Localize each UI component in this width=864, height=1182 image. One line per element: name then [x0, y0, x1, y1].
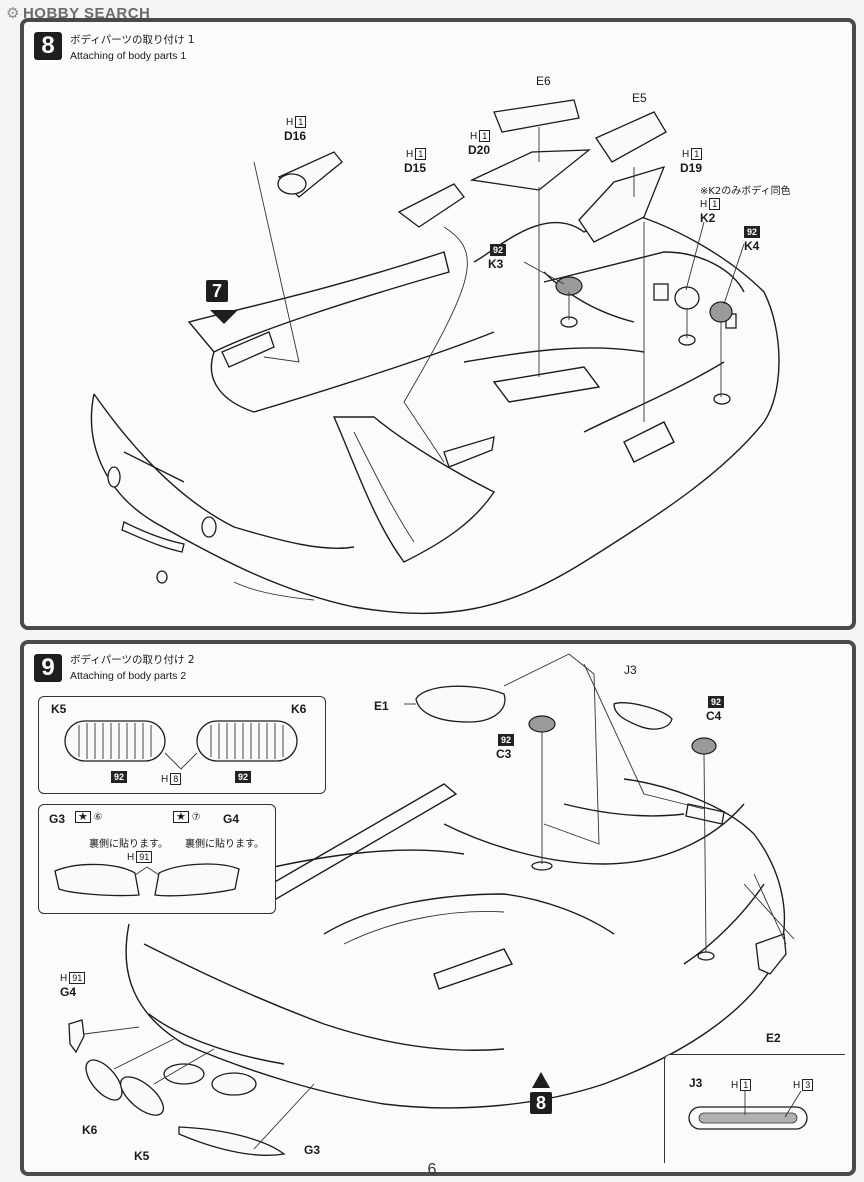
- decal-note-g3: 裏側に貼ります。: [89, 839, 168, 850]
- label-j3: J3: [624, 663, 637, 677]
- label-c3: C3: [496, 747, 512, 761]
- label-g3: G3: [304, 1143, 321, 1157]
- label-d19: D19: [680, 161, 703, 175]
- color-code-92-k4: 92: [744, 226, 761, 238]
- body-assembly-drawing-8: [90, 99, 780, 615]
- label-e2: E2: [766, 1031, 781, 1045]
- body-assembly-drawing-9: [68, 653, 795, 1156]
- step-title-jp: ボディパーツの取り付け 1: [70, 34, 195, 46]
- label-e1: E1: [374, 699, 389, 713]
- color-code-92-k3: 92: [490, 244, 507, 256]
- decal-6: ★ ⑥: [73, 811, 103, 823]
- label-d16: D16: [284, 129, 307, 143]
- label-d20: D20: [468, 143, 491, 157]
- step-8-marker: 8: [530, 1092, 552, 1114]
- step-7-marker: 7: [206, 280, 228, 302]
- step-title-en: Attaching of body parts 1: [70, 50, 187, 62]
- page-number: 6: [427, 1161, 437, 1178]
- grille-drawing: [64, 720, 298, 770]
- label-k3: K3: [488, 257, 504, 271]
- label-g4: G4: [223, 812, 240, 826]
- color-code-92-k5: 92: [111, 771, 128, 783]
- label-c4: C4: [706, 709, 722, 723]
- label-g3: G3: [49, 812, 66, 826]
- j3-drawing: [688, 1090, 808, 1130]
- label-k6: K6: [82, 1123, 98, 1137]
- label-k2: K2: [700, 211, 716, 225]
- decal-note-g4: 裏側に貼ります。: [185, 839, 264, 850]
- step-title-en: Attaching of body parts 2: [70, 670, 187, 682]
- step-8-panel: 8 ボディパーツの取り付け 1 Attaching of body parts …: [20, 18, 856, 630]
- label-d15: D15: [404, 161, 427, 175]
- label-k5: K5: [51, 702, 67, 716]
- label-e5: E5: [632, 91, 647, 105]
- label-k4: K4: [744, 239, 760, 253]
- step-title-jp: ボディパーツの取り付け 2: [70, 654, 195, 666]
- color-code-92-c4: 92: [708, 696, 725, 708]
- label-g4: G4: [60, 985, 77, 999]
- k2-color-note: ※K2のみボディ同色: [700, 186, 791, 197]
- color-code-92-c3: 92: [498, 734, 515, 746]
- label-k6: K6: [291, 702, 307, 716]
- step-number: 8: [34, 32, 62, 60]
- color-code-92-k6: 92: [235, 771, 252, 783]
- decal-drawing: [54, 863, 240, 897]
- label-j3-inset: J3: [689, 1076, 703, 1090]
- label-e6: E6: [536, 74, 551, 88]
- decal-7: ★ ⑦: [171, 811, 201, 823]
- watermark: ⚙HOBBY SEARCH: [6, 5, 151, 22]
- step-number: 9: [34, 654, 62, 682]
- step-9-panel: 9 ボディパーツの取り付け 2 Attaching of body parts …: [20, 640, 856, 1176]
- label-k5: K5: [134, 1149, 150, 1163]
